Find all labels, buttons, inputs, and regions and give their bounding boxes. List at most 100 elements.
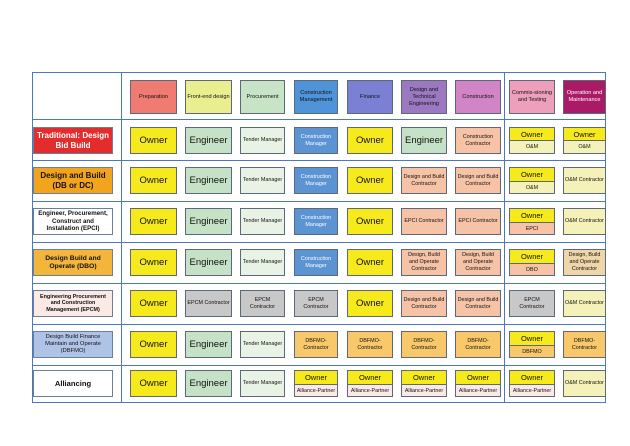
cell-r7-design-engineering-top: Owner: [402, 371, 446, 385]
cell-r6-operation: DBFMO-Contractor: [563, 331, 606, 358]
cell-r7-design-engineering: Owner Alliance-Partner: [401, 370, 447, 397]
cell-r2-commissioning: Owner O&M: [509, 167, 555, 194]
cell-r3-commissioning-top: Owner: [510, 209, 554, 223]
cell-r7-commissioning-bottom: Alliance-Partner: [510, 385, 554, 396]
cell-r3-front-end-design: Engineer: [185, 208, 232, 235]
cell-r2-front-end-design: Engineer: [185, 167, 232, 194]
cell-r4-finance: Owner: [347, 249, 393, 276]
cell-r7-finance: Owner Alliance-Partner: [347, 370, 393, 397]
cell-r1-operation-bottom: O&M: [564, 141, 605, 153]
cell-r5-front-end-design: EPCM Contractor: [185, 290, 232, 317]
cell-r4-commissioning-top: Owner: [510, 250, 554, 264]
header-front-end-design: Front-end design: [185, 80, 232, 114]
cell-r4-construction: Design, Build and Operate Contractor: [455, 249, 501, 276]
cell-r1-construction: Construction Contractor: [455, 127, 501, 154]
cell-r6-commissioning-bottom: DBFMO: [510, 346, 554, 357]
header-operation-maintenance: Operation and Maintenance: [563, 80, 606, 114]
cell-r1-finance: Owner: [347, 127, 393, 154]
cell-r7-construction-bottom: Alliance-Partner: [456, 385, 500, 396]
cell-r1-operation-top: Owner: [564, 128, 605, 141]
header-construction-management: Construction Management: [294, 80, 338, 114]
cell-r1-front-end-design: Engineer: [185, 127, 232, 154]
cell-r7-finance-top: Owner: [348, 371, 392, 385]
cell-r2-construction-management: Construction Manager: [294, 167, 338, 194]
cell-r1-design-engineering: Engineer: [401, 127, 447, 154]
cell-r5-commissioning: EPCM Contractor: [509, 290, 555, 317]
header-commissioning-testing: Commis-sioning and Testing: [509, 80, 555, 114]
cell-r2-design-engineering: Design and Build Contractor: [401, 167, 447, 194]
cell-r5-construction-management: EPCM Contractor: [294, 290, 338, 317]
cell-r2-construction: Design and Build Contractor: [455, 167, 501, 194]
row-label-design-and-build: Design and Build (DB or DC): [33, 167, 113, 194]
cell-r6-commissioning: Owner DBFMO: [509, 331, 555, 358]
row-divider: [32, 324, 606, 325]
header-construction: Construction: [455, 80, 501, 114]
row-label-traditional: Traditional: Design Bid Build: [33, 127, 113, 154]
cell-r2-finance: Owner: [347, 167, 393, 194]
cell-r2-commissioning-top: Owner: [510, 168, 554, 182]
cell-r6-preparation: Owner: [130, 331, 177, 358]
cell-r7-operation: O&M Contractor: [563, 370, 606, 397]
cell-r7-procurement: Tender Manager: [240, 370, 285, 397]
cell-r6-procurement: Tender Manager: [240, 331, 285, 358]
cell-r6-finance: DBFMO-Contractor: [347, 331, 393, 358]
column-divider: [504, 72, 505, 403]
header-preparation: Preparation: [130, 80, 177, 114]
cell-r6-front-end-design: Engineer: [185, 331, 232, 358]
cell-r3-preparation: Owner: [130, 208, 177, 235]
cell-r1-construction-management: Construction Manager: [294, 127, 338, 154]
row-label-dbo: Design Build and Operate (DBO): [33, 249, 113, 276]
cell-r1-commissioning-top: Owner: [510, 128, 554, 141]
cell-r4-commissioning-bottom: DBO: [510, 264, 554, 275]
row-label-dbfmo: Design Build Finance Maintain and Operat…: [33, 331, 113, 358]
cell-r4-operation: Design, Build and Operate Contractor: [563, 249, 606, 276]
cell-r7-commissioning: Owner Alliance-Partner: [509, 370, 555, 397]
cell-r2-preparation: Owner: [130, 167, 177, 194]
cell-r2-operation: O&M Contractor: [563, 167, 606, 194]
cell-r7-construction-management-bottom: Alliance-Partner: [295, 385, 337, 396]
row-divider: [32, 242, 606, 243]
cell-r4-construction-management: Construction Manager: [294, 249, 338, 276]
cell-r7-construction-management-top: Owner: [295, 371, 337, 385]
cell-r6-commissioning-top: Owner: [510, 332, 554, 346]
matrix-frame: [32, 72, 606, 403]
cell-r3-construction: EPCI Contractor: [455, 208, 501, 235]
cell-r7-design-engineering-bottom: Alliance-Partner: [402, 385, 446, 396]
cell-r7-front-end-design: Engineer: [185, 370, 232, 397]
cell-r3-operation: O&M Contractor: [563, 208, 606, 235]
row-divider: [32, 160, 606, 161]
cell-r2-procurement: Tender Manager: [240, 167, 285, 194]
cell-r6-construction: DBFMO-Contractor: [455, 331, 501, 358]
cell-r3-design-engineering: EPCI Contractor: [401, 208, 447, 235]
cell-r2-commissioning-bottom: O&M: [510, 182, 554, 193]
header-design-technical-engineering: Design and Technical Engineering: [401, 80, 447, 114]
row-divider: [32, 365, 606, 366]
cell-r3-construction-management: Construction Manager: [294, 208, 338, 235]
row-label-epcm: Engineering Procurement and Construction…: [33, 290, 113, 317]
cell-r5-operation: O&M Contractor: [563, 290, 606, 317]
cell-r6-construction-management: DBFMO-Contractor: [294, 331, 338, 358]
cell-r5-design-engineering: Design and Build Contractor: [401, 290, 447, 317]
cell-r5-preparation: Owner: [130, 290, 177, 317]
row-divider: [32, 119, 606, 120]
cell-r4-preparation: Owner: [130, 249, 177, 276]
cell-r1-operation: Owner O&M: [563, 127, 606, 154]
cell-r5-finance: Owner: [347, 290, 393, 317]
cell-r7-construction-management: Owner Alliance-Partner: [294, 370, 338, 397]
row-label-epci: Engineer, Procurement, Construct and Ins…: [33, 208, 113, 235]
cell-r3-procurement: Tender Manager: [240, 208, 285, 235]
row-divider: [32, 283, 606, 284]
header-procurement: Procurement: [240, 80, 285, 114]
row-label-alliancing: Alliancing: [33, 370, 113, 397]
cell-r4-procurement: Tender Manager: [240, 249, 285, 276]
cell-r3-commissioning-bottom: EPCI: [510, 223, 554, 234]
row-divider: [32, 201, 606, 202]
cell-r1-preparation: Owner: [130, 127, 177, 154]
cell-r1-procurement: Tender Manager: [240, 127, 285, 154]
cell-r5-procurement: EPCM Contractor: [240, 290, 285, 317]
cell-r1-commissioning: Owner O&M: [509, 127, 555, 154]
cell-r3-commissioning: Owner EPCI: [509, 208, 555, 235]
cell-r7-construction-top: Owner: [456, 371, 500, 385]
cell-r3-finance: Owner: [347, 208, 393, 235]
cell-r7-commissioning-top: Owner: [510, 371, 554, 385]
